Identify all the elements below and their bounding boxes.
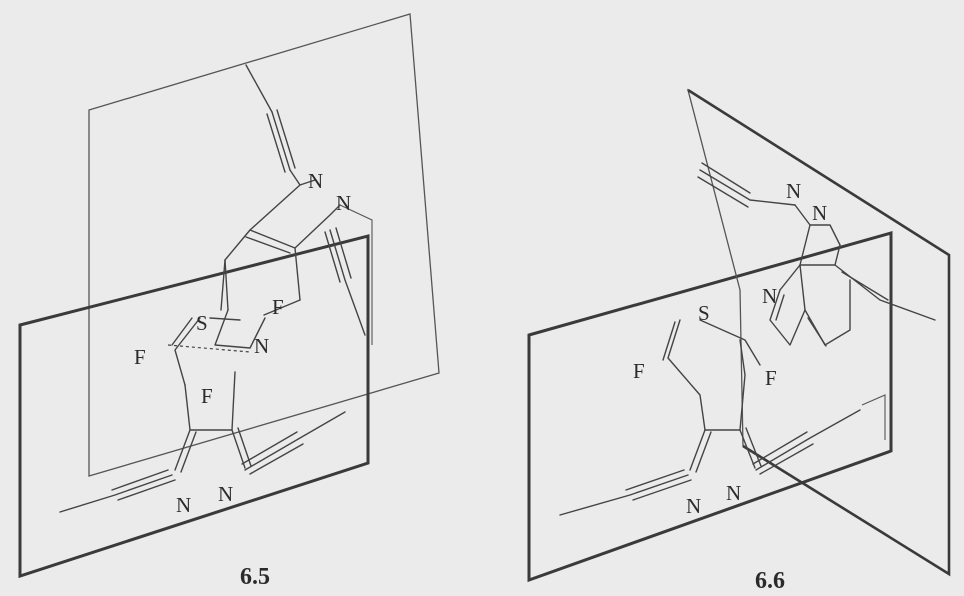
structure-6-6: N N S N F F N N 6.6 bbox=[527, 88, 951, 594]
compound-label: 6.6 bbox=[755, 568, 785, 594]
atom-f: F bbox=[633, 359, 645, 383]
atom-s: S bbox=[196, 311, 208, 335]
atom-n: N bbox=[336, 191, 351, 215]
plane-upper bbox=[88, 13, 440, 477]
atom-n: N bbox=[254, 334, 269, 358]
atom-n: N bbox=[786, 179, 801, 203]
upper-fragment bbox=[167, 64, 373, 353]
atom-n: N bbox=[218, 482, 233, 506]
atom-n: N bbox=[812, 201, 827, 225]
atom-f: F bbox=[201, 384, 213, 408]
plane-left bbox=[527, 231, 893, 583]
atom-n: N bbox=[686, 494, 701, 518]
atom-n: N bbox=[762, 284, 777, 308]
atom-s: S bbox=[698, 301, 710, 325]
structure-6-5: N N S F F N F N N 6.5 bbox=[18, 13, 440, 590]
upper-fragment bbox=[697, 162, 936, 347]
compound-label: 6.5 bbox=[240, 564, 270, 590]
lower-fragment bbox=[59, 317, 346, 513]
atom-n: N bbox=[308, 169, 323, 193]
atom-f: F bbox=[272, 295, 284, 319]
atom-f: F bbox=[134, 345, 146, 369]
atom-n: N bbox=[726, 481, 741, 505]
plane-lower bbox=[18, 234, 370, 579]
atom-f: F bbox=[765, 366, 777, 390]
atom-n: N bbox=[176, 493, 191, 517]
lower-fragment bbox=[559, 319, 886, 516]
